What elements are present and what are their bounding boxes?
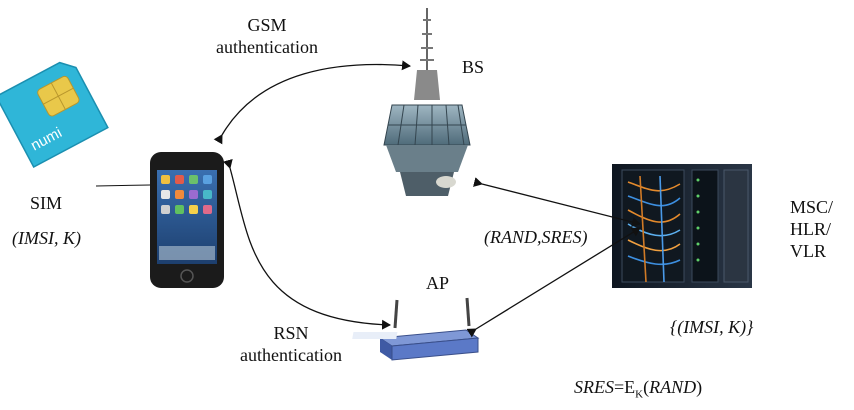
ap-label: AP [426,273,450,293]
imsi-k-set-label: {(IMSI, K)} [670,317,754,337]
sres-formula-sub: K [635,388,644,401]
msc-label-line3: VLR [790,241,826,261]
sres-formula: SRES=EK(RAND) [574,376,702,406]
bs-msc-arrow [473,177,641,227]
sim-phone-line [95,184,151,187]
sres-formula-lhs: SRES [574,377,614,397]
ap-msc-arrow [466,227,641,338]
server-rack-icon [612,164,752,288]
rsn-label-line1: RSN [273,323,309,343]
msc-label-line2: HLR/ [790,219,832,239]
access-point-router-icon [352,297,480,361]
phone-icon [150,152,224,288]
sim-label: SIM [30,193,63,213]
gsm-authentication-arrow [213,60,411,145]
gsm-label-line2: authentication [216,37,318,57]
rsn-label-line2: authentication [240,345,342,365]
sres-formula-eq: =E [614,377,636,397]
sres-formula-close: ) [696,377,703,397]
sim-card-icon: numi [0,61,109,169]
bs-label: BS [462,57,485,77]
rsn-auth-label: RSN authentication [216,322,366,366]
rsn-authentication-arrow [223,158,391,330]
msc-label-line1: MSC/ [790,197,834,217]
sres-formula-open: ( [643,377,650,397]
sim-params-label: (IMSI, K) [12,228,81,248]
base-station-tower-icon [383,8,471,196]
gsm-label-line1: GSM [247,15,287,35]
sres-formula-arg: RAND [649,377,697,397]
msc-label: MSC/ HLR/ VLR [790,196,833,262]
rand-sres-label: (RAND,SRES) [484,227,588,247]
gsm-auth-label: GSM authentication [192,14,342,58]
